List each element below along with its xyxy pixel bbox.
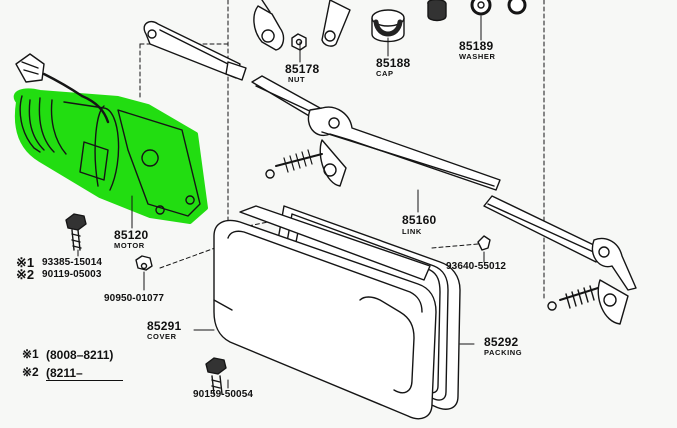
nut-85178-small bbox=[291, 33, 307, 51]
cover-85291-part bbox=[213, 219, 437, 420]
note-1-mark: ※1 bbox=[22, 347, 39, 361]
callout-85178-number: 85178 bbox=[285, 62, 320, 76]
nut-85178-part bbox=[253, 0, 285, 51]
callout-85291-name: COVER bbox=[147, 332, 177, 341]
callout-grommet-90950: 90950-01077 bbox=[104, 293, 165, 304]
callout-85189-number: 85189 bbox=[459, 39, 494, 53]
callout-bolt-90119: 90119-05003 bbox=[42, 269, 102, 280]
cap-85188-part bbox=[371, 9, 405, 43]
callout-85292-number: 85292 bbox=[484, 335, 519, 349]
marker-2: ※2 bbox=[16, 267, 35, 282]
bolt-93385-part bbox=[65, 213, 87, 251]
callout-85189-name: WASHER bbox=[459, 52, 496, 61]
callout-clip-93640: 93640-55012 bbox=[446, 261, 507, 272]
callout-85188-number: 85188 bbox=[376, 56, 411, 70]
arm-piece bbox=[321, 0, 351, 47]
note-1-range: (8008–8211) bbox=[46, 348, 114, 362]
housing-outline bbox=[239, 205, 431, 281]
callout-85160-name: LINK bbox=[402, 227, 422, 236]
grommet-90950-part bbox=[135, 255, 153, 271]
callout-85160-number: 85160 bbox=[402, 213, 437, 227]
note-2-range: (8211– bbox=[46, 366, 123, 381]
callout-85120-name: MOTOR bbox=[114, 241, 145, 250]
clip-93640-part bbox=[477, 235, 491, 251]
callout-bolt-93385: 93385-15014 bbox=[42, 257, 103, 268]
motor-85120-part bbox=[13, 53, 208, 224]
callout-85292-name: PACKING bbox=[484, 348, 523, 357]
callout-85291-number: 85291 bbox=[147, 319, 182, 333]
crank-arm bbox=[143, 20, 247, 81]
marker-1: ※1 bbox=[16, 255, 35, 270]
leader-lines bbox=[77, 15, 485, 389]
callout-screw-90159: 90159-50054 bbox=[193, 389, 254, 400]
link-right-part bbox=[483, 195, 637, 325]
screw-90159-part bbox=[205, 357, 227, 395]
callout-85120-number: 85120 bbox=[114, 228, 149, 242]
note-2-mark: ※2 bbox=[22, 365, 39, 379]
callout-85188-name: CAP bbox=[376, 69, 394, 78]
link-85160-part bbox=[251, 75, 501, 191]
callout-85178-name: NUT bbox=[288, 75, 306, 84]
washer-85189-part bbox=[427, 0, 527, 22]
